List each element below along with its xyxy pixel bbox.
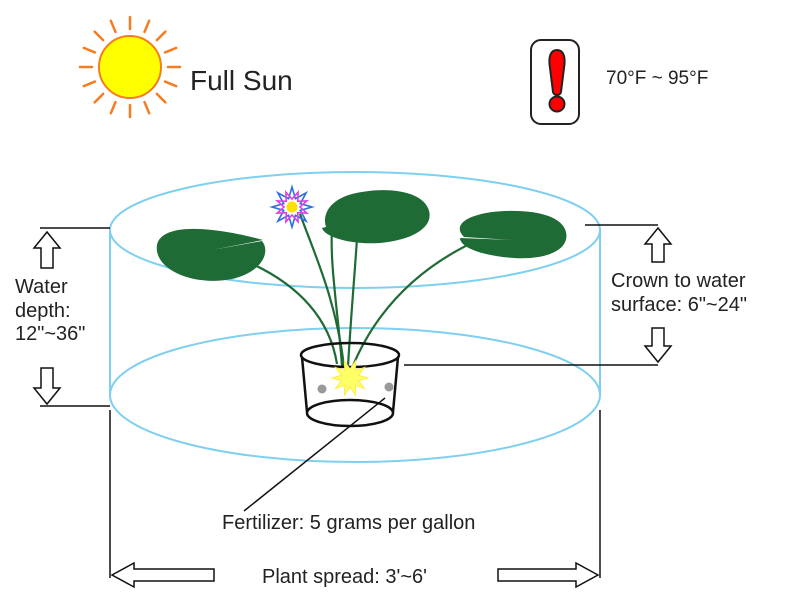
planting-pot <box>299 341 401 428</box>
sun-ray <box>109 19 117 34</box>
lily-pad-right <box>459 210 567 259</box>
sun-ray <box>82 46 97 54</box>
water-container <box>109 171 601 463</box>
sun-ray <box>93 30 105 42</box>
sun-ray <box>109 100 117 115</box>
plant-spread-label: Plant spread: 3'~6' <box>262 566 427 588</box>
arrow-up-icon <box>32 230 62 269</box>
sun-ray <box>163 46 178 54</box>
lily-pad-left <box>156 228 266 281</box>
water-depth-label: Water depth: 12"~36" <box>15 276 86 346</box>
lily-crown <box>330 359 370 397</box>
lily-pads <box>156 190 567 281</box>
sun-ray <box>93 92 105 104</box>
arrow-up-icon <box>643 226 673 263</box>
temperature-range-label: 70°F ~ 95°F <box>606 68 709 89</box>
fertilizer-label: Fertilizer: 5 grams per gallon <box>222 512 476 534</box>
sun-ray <box>82 80 97 88</box>
fertilizer-pellet <box>317 384 327 394</box>
sun-ray <box>155 92 167 104</box>
sun-ray <box>143 100 151 115</box>
water-depth-indicator <box>32 227 110 407</box>
arrow-left-icon <box>110 561 215 589</box>
arrow-down-icon <box>643 327 673 364</box>
thermometer-icon <box>530 39 580 125</box>
sun-requirement-label: Full Sun <box>190 65 293 96</box>
fertilizer-pointer <box>243 397 386 512</box>
lily-pad-center <box>322 190 430 244</box>
sun-ray <box>163 80 178 88</box>
arrow-down-icon <box>32 367 62 406</box>
sun-ray <box>143 19 151 34</box>
sun-ray <box>155 30 167 42</box>
crown-depth-label: Crown to water surface: 6"~24" <box>611 270 747 316</box>
crown-depth-indicator <box>404 224 673 366</box>
lily-flower <box>269 184 315 230</box>
arrow-right-icon <box>497 561 600 589</box>
pond-bottom <box>109 327 601 463</box>
plant-spread-indicator <box>109 410 601 589</box>
sun-icon <box>78 15 182 119</box>
fertilizer-pellet <box>384 382 394 392</box>
